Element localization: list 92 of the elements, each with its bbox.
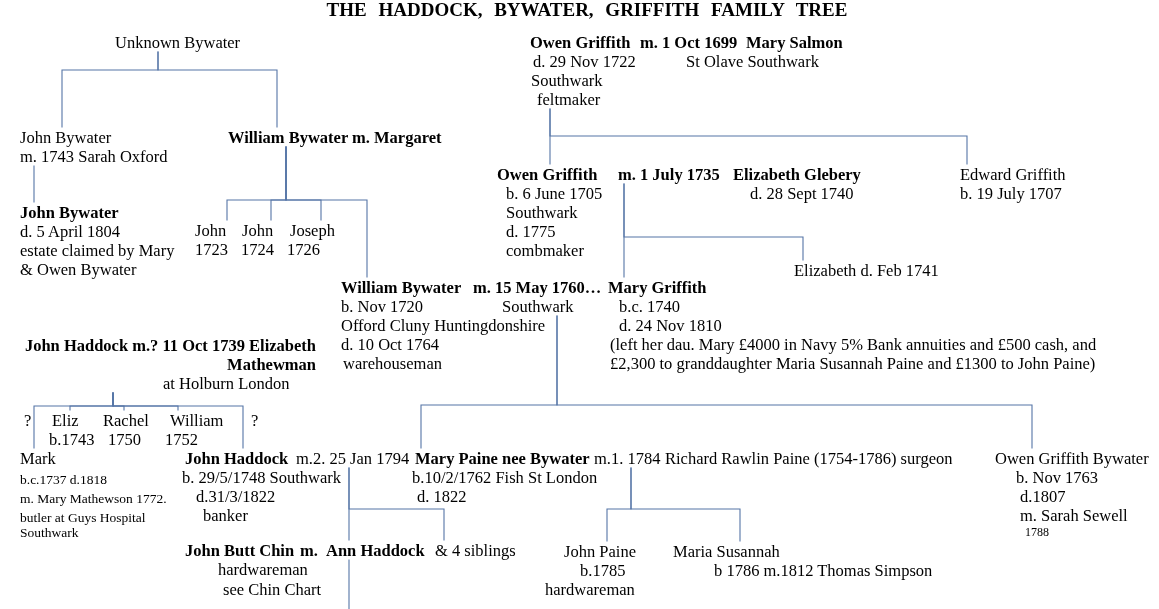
marriage-place: Southwark (502, 296, 574, 316)
person-name: John Haddock (185, 448, 289, 468)
connector-line (285, 145, 368, 279)
person-detail: d. 29 Nov 1722 (533, 51, 636, 71)
person-detail: b.1743 (49, 429, 95, 449)
person-name: Unknown Bywater (115, 32, 241, 52)
person-detail: b.c. 1740 (619, 296, 680, 316)
person-detail: b. 6 June 1705 (506, 183, 603, 203)
connector-line (33, 164, 35, 204)
connector-line (630, 466, 741, 543)
person-name: Eliz (52, 410, 79, 430)
spouse-name: Richard Rawlin Paine (1754-1786) surgeon (665, 448, 953, 468)
person-detail: hardwareman (545, 579, 635, 599)
person-detail: b. 19 July 1707 (960, 183, 1062, 203)
person-name: William Bywater m. Margaret (228, 127, 442, 147)
person-detail: 1723 (195, 239, 228, 259)
person-detail: 1752 (165, 429, 198, 449)
person-name: Maria Susannah (673, 541, 780, 561)
connector-line (112, 391, 244, 450)
page-title: THE HADDOCK, BYWATER, GRIFFITH FAMILY TREE (326, 0, 848, 20)
marriage-date: m. 15 May 1760… (473, 277, 602, 297)
person-name: Owen Griffith Bywater (995, 448, 1149, 468)
person-detail: d. 10 Oct 1764 (341, 334, 440, 354)
person-detail: combmaker (506, 240, 584, 260)
person-detail: Southwark (506, 202, 578, 222)
person-name: Joseph (290, 220, 335, 240)
question-mark: ? (24, 410, 32, 430)
person-detail: d. 1822 (417, 486, 467, 506)
person-name: Mary Paine nee Bywater (415, 448, 590, 468)
person-detail: banker (203, 505, 248, 525)
person-detail: m. 1743 Sarah Oxford (20, 146, 168, 166)
person-name: Elizabeth d. Feb 1741 (794, 260, 939, 280)
person-name: John (195, 220, 227, 240)
death-date: d. 28 Sept 1740 (750, 183, 854, 203)
connector-line (623, 182, 804, 262)
person-detail: at Holburn London (163, 373, 290, 393)
marriage-date: m. 1 July 1735 (618, 164, 720, 184)
person-detail: b. Nov 1720 (341, 296, 424, 316)
marriage-date: m.1. 1784 (594, 448, 661, 468)
cross-reference-note: see Chin Chart (223, 579, 322, 599)
person-detail: d. 1775 (506, 221, 556, 241)
person-name: Owen Griffith (497, 164, 598, 184)
question-mark: ? (251, 410, 259, 430)
person-detail: 1724 (241, 239, 274, 259)
person-name: Mary Griffith (608, 277, 707, 297)
person-detail: d.1807 (1020, 486, 1066, 506)
connector-line (549, 107, 968, 166)
person-detail: m. Sarah Sewell (1020, 505, 1128, 525)
person-detail: m. Mary Mathewson 1772. (20, 490, 167, 506)
person-detail: 1788 (1025, 524, 1049, 540)
marriage-mark: m. (300, 540, 318, 560)
person-detail: b.c.1737 d.1818 (20, 471, 107, 487)
person-name: John Paine (564, 541, 636, 561)
person-detail: warehouseman (343, 353, 442, 373)
marriage-date: m. 1 Oct 1699 (640, 32, 738, 52)
person-name: Edward Griffith (960, 164, 1066, 184)
person-detail: d. 5 April 1804 (20, 221, 120, 241)
sibling-note: & 4 siblings (435, 540, 516, 560)
person-detail: Southwark (531, 70, 603, 90)
connector-line (157, 50, 278, 129)
connector-line (348, 466, 445, 542)
person-detail: d. 24 Nov 1810 (619, 315, 722, 335)
person-name: Owen Griffith (530, 32, 631, 52)
person-name: Ann Haddock (326, 540, 425, 560)
person-detail: Offord Cluny Huntingdonshire (341, 315, 546, 335)
connector-line (348, 558, 350, 609)
spouse-name: John Butt Chin (185, 540, 295, 560)
person-detail: d.31/3/1822 (196, 486, 276, 506)
person-detail: 1726 (287, 239, 320, 259)
person-detail: 1750 (108, 429, 141, 449)
person-name: Mark (20, 448, 56, 468)
person-detail: b.1785 (580, 560, 626, 580)
person-name: Rachel (103, 410, 149, 430)
person-detail: feltmaker (537, 89, 601, 109)
person-name: John Bywater (20, 202, 119, 222)
marriage-place: St Olave Southwark (686, 51, 819, 71)
spouse-name: Elizabeth Glebery (733, 164, 861, 184)
person-detail: estate claimed by Mary & Owen Bywater (20, 240, 176, 279)
person-name: John (242, 220, 274, 240)
person-name: William Bywater (341, 277, 462, 297)
marriage-date: m.2. 25 Jan 1794 (296, 448, 410, 468)
occupation-text: hardwareman (218, 559, 308, 579)
spouse-name: Mary Salmon (746, 32, 843, 52)
person-detail: butler at Guys Hospital Southwark (20, 509, 147, 540)
person-detail: b. 29/5/1748 Southwark (182, 467, 342, 487)
person-detail: (left her dau. Mary £4000 in Navy 5% Bank annuities and £500 cash, and £2,300 to granddaughter Maria Susannah Paine and £1300 to John Paine) (610, 334, 1098, 373)
person-detail: b.10/2/1762 Fish St London (412, 467, 598, 487)
person-name: William (170, 410, 224, 430)
person-detail: b. Nov 1763 (1016, 467, 1099, 487)
person-detail: b 1786 m.1812 Thomas Simpson (714, 560, 933, 580)
person-name: John Bywater (20, 127, 112, 147)
connector-line (556, 314, 1033, 450)
